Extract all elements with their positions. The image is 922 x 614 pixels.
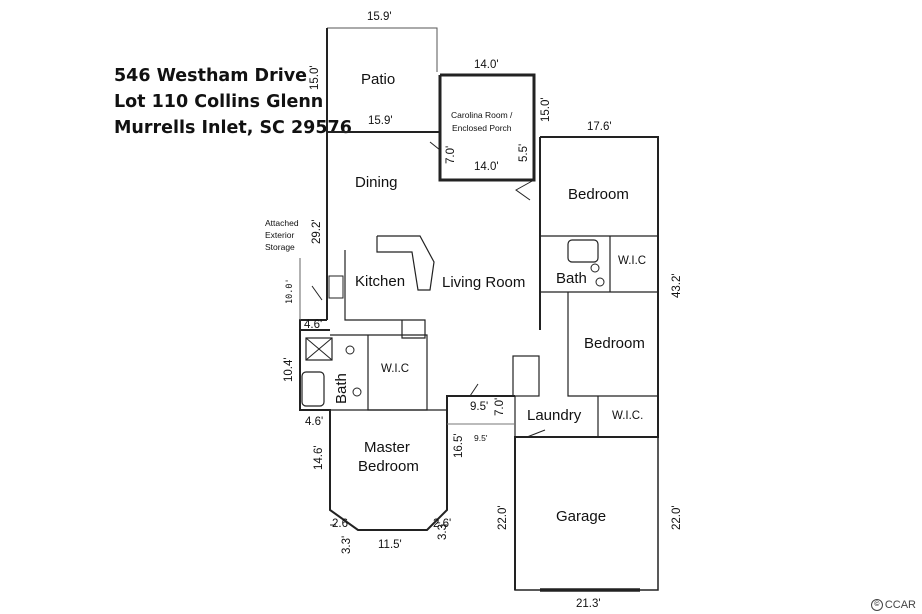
dimension-laundry-side: 7.0': [494, 398, 506, 416]
room-label-kitchen: Kitchen: [355, 273, 405, 290]
room-label-carolina-line2: Enclosed Porch: [452, 123, 512, 133]
room-label-wic-right-top: W.I.C: [618, 255, 646, 267]
dimension-bath-side: 10.4': [283, 357, 295, 382]
room-label-bath-right: Bath: [556, 270, 587, 287]
room-label-wic-right-bottom: W.I.C.: [612, 410, 643, 422]
dimension-storage-width: 4.6': [304, 319, 322, 331]
dimension-hall-width: 9.5': [474, 433, 488, 443]
dimension-hall-side: 16.5': [453, 433, 465, 458]
address-line-lot: Lot 110 Collins Glenn: [114, 92, 324, 112]
dimension-garage-right: 22.0': [671, 505, 683, 530]
dimension-right-side: 43.2': [671, 273, 683, 298]
dimension-patio-side: 15.0': [309, 65, 321, 90]
address-line-street: 546 Westham Drive: [114, 66, 307, 86]
dimension-porch-inner: 5.5': [518, 144, 530, 162]
dimension-garage-left: 22.0': [497, 505, 509, 530]
dimension-corner-right: 2.6': [433, 518, 451, 530]
room-label-storage-line1: Attached: [265, 218, 299, 228]
dimension-porch-right: 15.0': [540, 97, 552, 122]
watermark-text: CCAR: [884, 599, 916, 611]
dimension-porch-top: 14.0': [474, 59, 499, 71]
room-label-bath-left: Bath: [333, 373, 350, 404]
room-label-bedroom-1: Bedroom: [568, 186, 629, 203]
dimension-bay-bottom: 11.5': [378, 539, 402, 551]
dimension-patio-bottom: 15.9': [368, 115, 393, 127]
dimension-master-side: 14.6': [313, 445, 325, 470]
room-label-bedroom-2: Bedroom: [584, 335, 645, 352]
dimension-bay-right: 3.3': [437, 522, 449, 540]
room-label-storage-line3: Storage: [265, 242, 295, 252]
dimension-bath-width: 4.6': [305, 416, 323, 428]
room-label-dining: Dining: [355, 174, 398, 191]
dimension-garage-bottom: 21.3': [576, 598, 601, 610]
dimension-dining-side: 29.2': [311, 219, 323, 244]
dimension-storage-side: 10.0': [285, 278, 295, 304]
dimension-bay-left: 3.3': [341, 536, 353, 554]
dimension-porch-bottom: 14.0': [474, 161, 499, 173]
dimension-porch-left: 7.0': [445, 146, 457, 164]
room-label-laundry: Laundry: [527, 407, 582, 424]
room-label-master-line1: Master: [364, 439, 410, 456]
dimension-bedroom-top: 17.6': [587, 121, 612, 133]
dimension-patio-top: 15.9': [367, 11, 392, 23]
room-label-carolina-line1: Carolina Room /: [451, 110, 513, 120]
room-label-master-line2: Bedroom: [358, 458, 419, 475]
room-label-storage-line2: Exterior: [265, 230, 294, 240]
cc-icon: ©: [870, 599, 883, 611]
dimension-laundry-top: 9.5': [470, 401, 488, 413]
floor-plan-walls: [299, 27, 659, 592]
watermark: © CCAR: [870, 599, 916, 611]
room-label-living-room: Living Room: [442, 274, 525, 291]
room-label-wic-left: W.I.C: [381, 363, 409, 375]
address-line-city: Murrells Inlet, SC 29576: [114, 118, 352, 138]
room-label-patio: Patio: [361, 71, 395, 88]
dimension-corner-left: 2.6: [332, 518, 348, 530]
room-label-garage: Garage: [556, 508, 606, 525]
